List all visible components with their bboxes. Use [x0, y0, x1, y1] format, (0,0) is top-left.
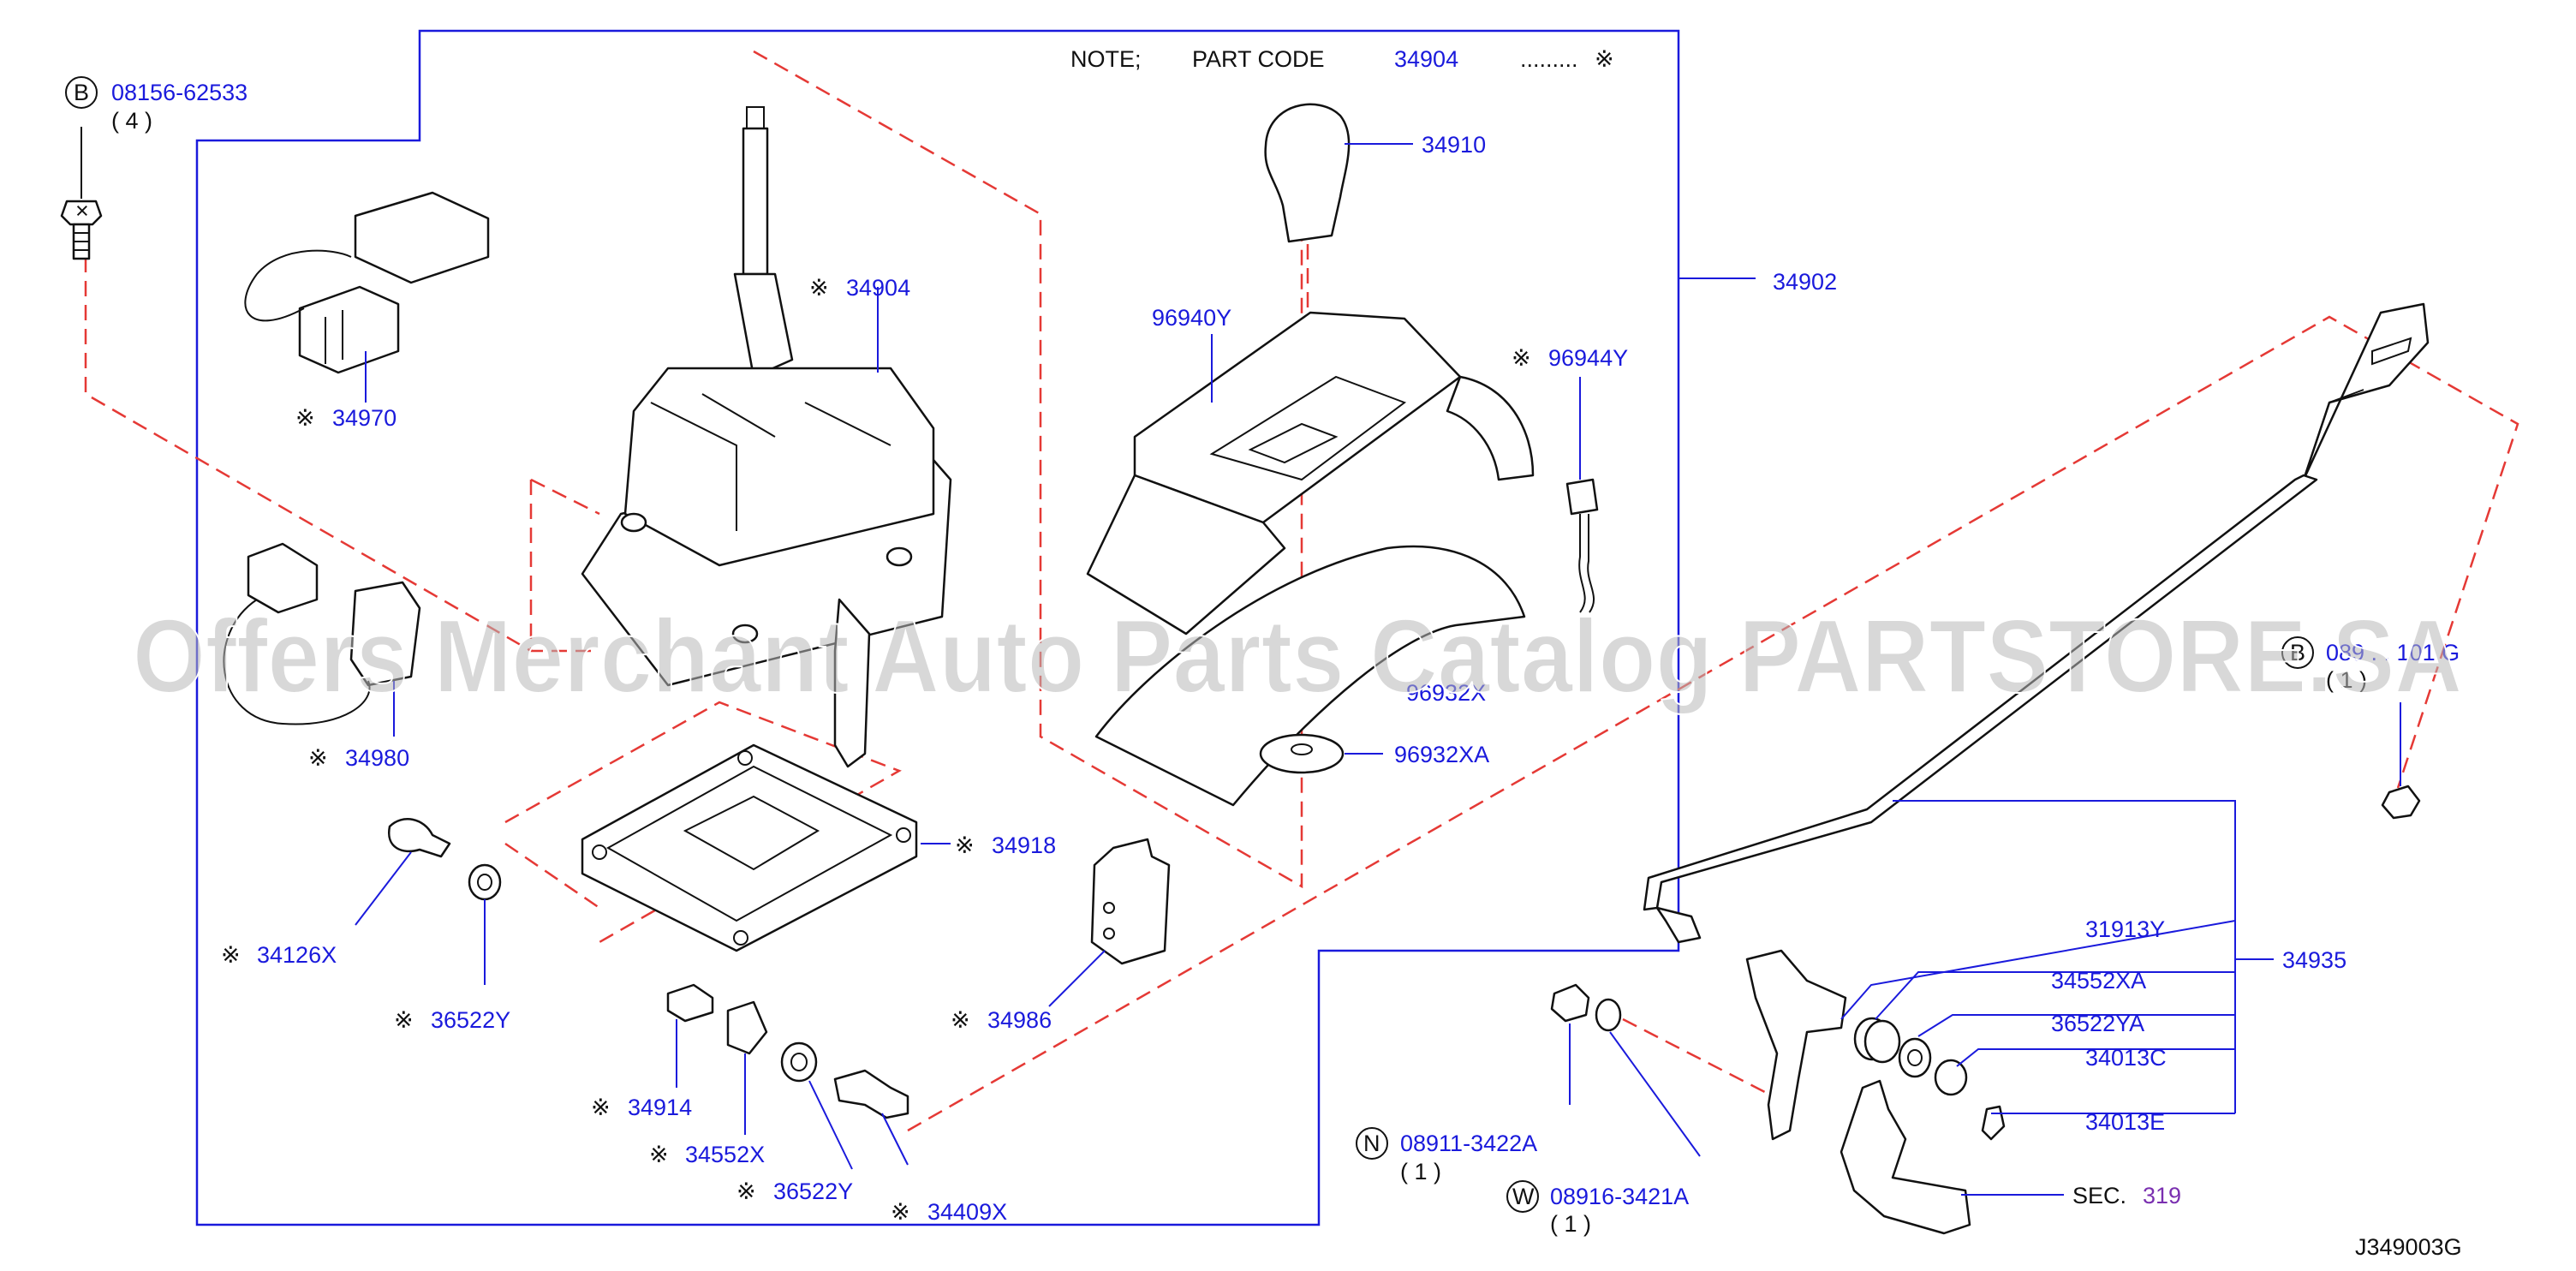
- label-34914: 34914: [628, 1095, 692, 1120]
- callout-labels: B 08156-62533 ( 4 ) ※ 34970 ※ 34904 3491…: [65, 76, 2462, 1260]
- badge-n: N: [1363, 1131, 1380, 1156]
- nut-0891-drawing: [2381, 702, 2421, 820]
- badge-w: W: [1512, 1184, 1535, 1209]
- label-34552x: 34552X: [685, 1142, 765, 1167]
- svg-text:×: ×: [75, 198, 89, 224]
- label-34902: 34902: [1773, 269, 1837, 295]
- label-34970: 34970: [332, 405, 397, 431]
- bracket-34986-drawing: [1048, 838, 1171, 1007]
- label-08911-3422a: 08911-3422A: [1400, 1131, 1537, 1156]
- qty-08911-3422a: ( 1 ): [1400, 1159, 1441, 1184]
- knob-34910-drawing: [1264, 103, 1413, 317]
- label-0891-101g: 089 . . 101 G: [2326, 640, 2460, 665]
- label-34013e: 34013E: [2085, 1109, 2165, 1135]
- badge-b2-circle: [2281, 636, 2314, 669]
- mark-34126x: ※: [221, 942, 241, 968]
- mark-36522y-b: ※: [736, 1179, 756, 1204]
- mark-34552x: ※: [649, 1142, 669, 1167]
- mark-34986: ※: [951, 1007, 970, 1033]
- note-header: NOTE; PART CODE 34904 ......... ※: [1070, 46, 1614, 72]
- label-34409x: 34409X: [927, 1199, 1007, 1225]
- label-08156-62533: 08156-62533: [111, 80, 247, 105]
- badge-b: B: [74, 80, 89, 105]
- label-34904: 34904: [846, 275, 910, 301]
- label-34013c: 34013C: [2085, 1045, 2167, 1071]
- label-36522y-a: 36522Y: [431, 1007, 510, 1033]
- shift-device-34904-drawing: [581, 106, 952, 768]
- mark-34409x: ※: [891, 1199, 910, 1225]
- note-text: PART CODE: [1192, 46, 1325, 72]
- qty-08156-62533: ( 4 ): [111, 108, 152, 134]
- switch-34980-drawing: [223, 542, 421, 737]
- pin-washer-drawing: [355, 818, 502, 985]
- badge-n-circle: [1356, 1127, 1388, 1160]
- label-96940y: 96940Y: [1152, 305, 1231, 331]
- qty-08916-3421a: ( 1 ): [1550, 1211, 1591, 1237]
- harness-34970-drawing: [244, 191, 490, 403]
- label-31913y: 31913Y: [2085, 916, 2165, 942]
- note-dots: .........: [1520, 46, 1578, 72]
- label-36522ya: 36522YA: [2051, 1011, 2144, 1036]
- qty-0891-101g: ( 1 ): [2326, 667, 2367, 693]
- label-96932xa: 96932XA: [1394, 742, 1489, 767]
- mark-34918: ※: [955, 832, 975, 858]
- watermark-text: Offers Merchant Auto Parts Catalog PARTS…: [133, 598, 2462, 714]
- label-34910: 34910: [1422, 132, 1486, 158]
- note-code: 34904: [1394, 46, 1458, 72]
- diagram-id: J349003G: [2355, 1234, 2462, 1260]
- finisher-96932x-drawing: [1094, 545, 1526, 807]
- label-96932x: 96932X: [1406, 680, 1486, 706]
- badge-b2: B: [2290, 640, 2305, 665]
- nut-washer-nw-drawing: [1550, 983, 1701, 1157]
- sec-number[interactable]: 319: [2143, 1183, 2181, 1208]
- small-parts-drawing: [666, 983, 909, 1170]
- indicator-96940y-drawing: [1086, 311, 1535, 636]
- mark-36522y-a: ※: [394, 1007, 414, 1033]
- label-08916-3421a: 08916-3421A: [1550, 1184, 1689, 1209]
- label-36522y-b: 36522Y: [773, 1179, 853, 1204]
- label-34918: 34918: [992, 832, 1056, 858]
- label-34126x: 34126X: [257, 942, 337, 968]
- bolt-08156-drawing: ×: [60, 127, 103, 260]
- gasket-34918-drawing: [581, 743, 951, 952]
- label-34980: 34980: [345, 745, 409, 771]
- badge-w-circle: [1506, 1180, 1539, 1213]
- lever-assembly-drawing: [1745, 920, 2274, 1235]
- bulb-96944y-drawing: [1565, 377, 1599, 613]
- control-rod-drawing: [1643, 302, 2430, 1113]
- note-symbol: ※: [1595, 46, 1614, 72]
- note-prefix: NOTE;: [1070, 46, 1142, 72]
- label-96944y: 96944Y: [1548, 345, 1628, 371]
- mark-34914: ※: [591, 1095, 611, 1120]
- assembly-frame: [195, 29, 1680, 1226]
- mark-34970: ※: [295, 405, 315, 431]
- mark-96944y: ※: [1512, 345, 1531, 371]
- label-34986: 34986: [987, 1007, 1052, 1033]
- label-34552xa: 34552XA: [2051, 968, 2146, 994]
- badge-b-circle: [65, 76, 98, 109]
- sec-prefix: SEC.: [2072, 1183, 2126, 1208]
- mark-34904: ※: [809, 275, 829, 301]
- label-34935: 34935: [2282, 947, 2346, 973]
- mark-34980: ※: [308, 745, 328, 771]
